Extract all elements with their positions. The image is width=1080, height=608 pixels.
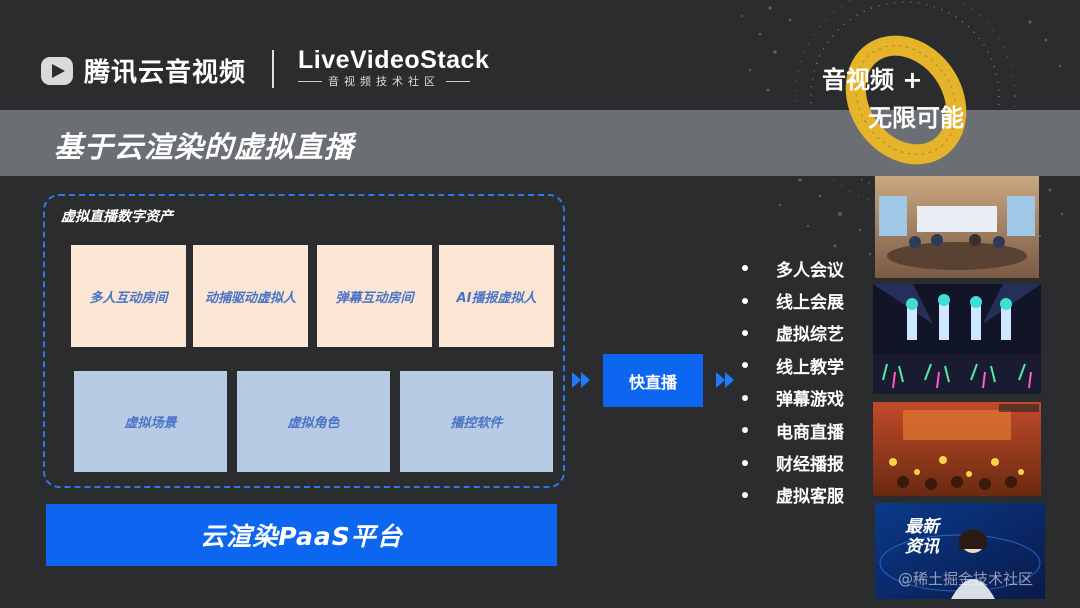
use-case-label: 线上教学 [776,357,844,378]
bullet-icon [742,362,748,369]
bullet-icon [742,459,748,466]
asset-control-software: 播控软件 [400,371,553,472]
slogan-line2: 无限可能 [868,104,964,132]
list-item: 弹幕游戏 [742,382,844,414]
list-item: 多人会议 [742,252,844,284]
lvs-subtitle-row: 音视频技术社区 [298,73,489,89]
watermark: @稀土掘金技术社区 [898,570,1034,588]
bullet-icon [742,427,748,434]
asset-motion-capture-avatar: 动捕驱动虚拟人 [193,245,308,347]
slogan-line1: 音视频 + [822,66,923,94]
kuai-live-button: 快直播 [603,354,703,407]
tencent-brand-text: 腾讯云音视频 [84,58,247,88]
asset-multi-room: 多人互动房间 [71,245,186,347]
arrow-right-icon-2 [716,372,734,388]
virtual-concert-image [873,284,1041,394]
slogan-badge: 音视频 + 无限可能 [818,30,1028,170]
tencent-cloud-icon [41,56,73,85]
list-item: 财经播报 [742,446,844,478]
logo-divider [272,50,274,88]
use-case-label: 虚拟综艺 [776,325,844,346]
news-overlay-text: 最新资讯 [905,517,939,557]
list-item: 虚拟客服 [742,479,844,511]
news-anchor-image: 最新资讯 [875,503,1045,599]
danmaku-game-image [873,402,1041,496]
lvs-right-rule [446,80,470,82]
page-title: 基于云渲染的虚拟直播 [54,130,355,164]
bullet-icon [742,491,748,498]
list-item: 线上教学 [742,349,844,381]
use-case-label: 线上会展 [776,293,844,314]
use-case-label: 财经播报 [776,455,844,476]
bullet-icon [742,265,748,272]
cloud-render-platform: 云渲染PaaS平台 [46,504,557,566]
digital-assets-panel: 虚拟直播数字资产 [43,194,565,488]
list-item: 虚拟综艺 [742,317,844,349]
lvs-left-rule [298,80,322,82]
use-case-list: 多人会议 线上会展 虚拟综艺 线上教学 弹幕游戏 电商直播 财经播报 虚拟客服 [742,252,844,511]
digital-assets-label: 虚拟直播数字资产 [61,209,173,225]
bullet-icon [742,297,748,304]
list-item: 电商直播 [742,414,844,446]
list-item: 线上会展 [742,284,844,316]
bullet-icon [742,394,748,401]
tencent-cloud-logo: 腾讯云音视频 [40,52,246,89]
lvs-subtitle: 音视频技术社区 [328,75,440,88]
asset-ai-anchor: AI播报虚拟人 [439,245,554,347]
meeting-room-image [875,176,1039,278]
gold-ring-graphic [845,35,967,165]
arrow-right-icon [572,372,590,388]
use-case-label: 电商直播 [776,422,844,443]
bullet-icon [742,329,748,336]
lvs-title: LiveVideoStack [298,46,490,74]
asset-virtual-scene: 虚拟场景 [74,371,227,472]
use-case-label: 虚拟客服 [776,487,844,508]
use-case-label: 弹幕游戏 [776,390,844,411]
use-case-label: 多人会议 [776,260,844,281]
livevideostack-logo: LiveVideoStack 音视频技术社区 [298,46,489,89]
asset-danmaku-room: 弹幕互动房间 [317,245,432,347]
asset-virtual-character: 虚拟角色 [237,371,390,472]
